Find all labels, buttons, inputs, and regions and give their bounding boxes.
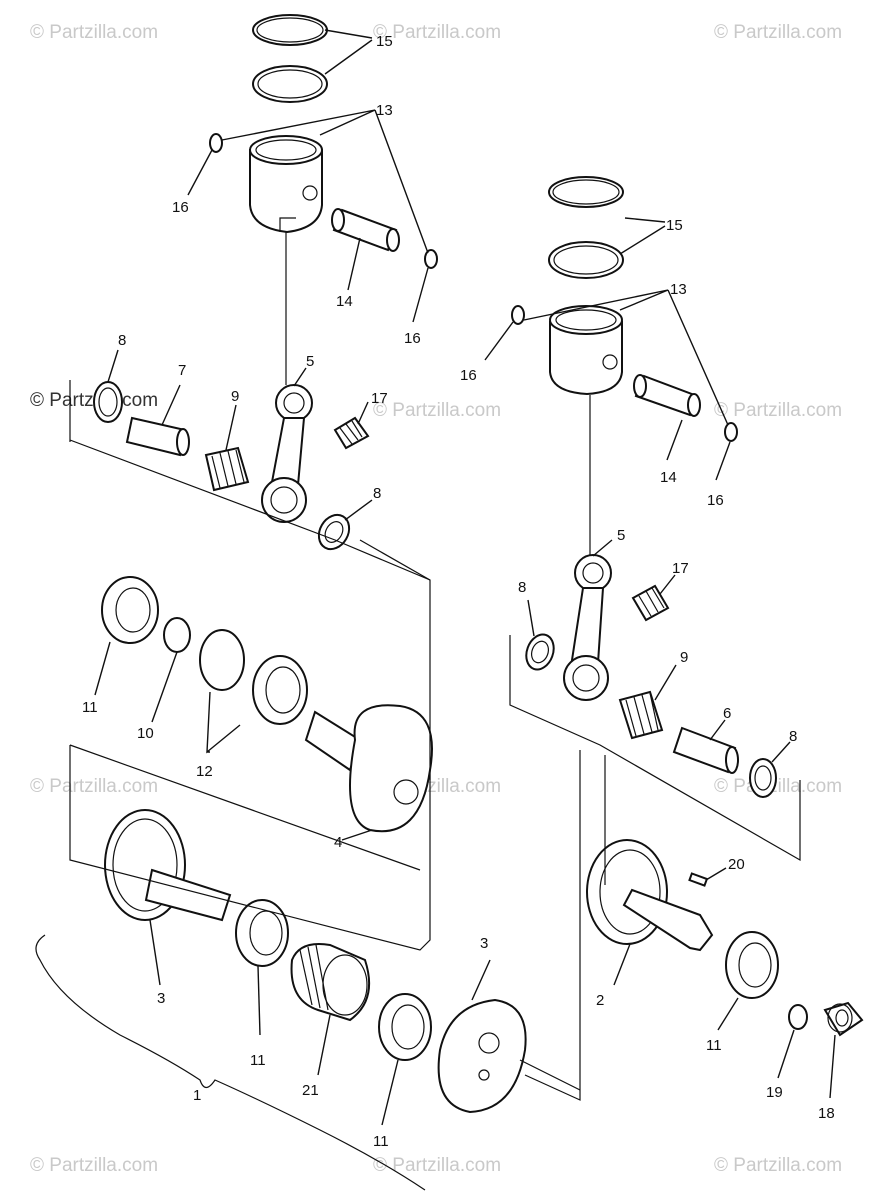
left-seal-8a — [93, 381, 123, 423]
watermark-bottom-left: © Partzilla.com — [30, 1155, 159, 1176]
callout-10: 10 — [137, 725, 154, 742]
callout-16-left-a: 16 — [172, 199, 189, 216]
right-piston-pin-14 — [633, 374, 701, 417]
callout-2: 2 — [596, 992, 604, 1009]
labyrinth-seal-21 — [290, 943, 371, 1022]
left-piston-ring-bottom — [252, 65, 328, 103]
right-crank-pin-6 — [672, 726, 739, 774]
callout-8-right-b: 8 — [789, 728, 797, 745]
callout-8-left-a: 8 — [118, 332, 126, 349]
left-connecting-rod — [261, 384, 313, 523]
callout-13-left: 13 — [376, 102, 393, 119]
left-crank-pin-7 — [125, 416, 190, 457]
callout-11-right: 11 — [706, 1037, 722, 1054]
right-thrust-washer-8c — [525, 633, 555, 671]
callout-leader-lines — [94, 29, 836, 1126]
callout-15-right: 15 — [666, 217, 683, 234]
crank-half-3b — [437, 998, 581, 1114]
assembly-outline-lines — [35, 232, 801, 1191]
right-piston — [549, 305, 623, 396]
callout-8-right-a: 8 — [518, 579, 526, 596]
callout-5-right: 5 — [617, 527, 625, 544]
right-thrust-washer-8d — [749, 758, 777, 798]
callout-5-left: 5 — [306, 353, 314, 370]
callout-15-left: 15 — [376, 33, 393, 50]
callout-4: 4 — [334, 834, 342, 851]
callout-17-left: 17 — [371, 390, 388, 407]
watermark-low-left: © Partzilla.com — [30, 776, 159, 797]
callout-20: 20 — [728, 856, 745, 873]
right-piston-circlip-16d — [724, 422, 738, 442]
right-piston-ring-top — [548, 176, 624, 208]
callout-7: 7 — [178, 362, 186, 379]
nut-18 — [823, 1001, 864, 1037]
callout-18: 18 — [818, 1105, 835, 1122]
circlip-10 — [163, 617, 191, 653]
watermark-top-left: © Partzilla.com — [30, 22, 159, 43]
callout-9-left: 9 — [231, 388, 239, 405]
circlip-19 — [788, 1004, 808, 1030]
callout-16-right-b: 16 — [707, 492, 724, 509]
watermark-mid-right: © Partzilla.com — [714, 400, 843, 421]
callout-3-center: 3 — [480, 935, 488, 952]
watermark-top-right: © Partzilla.com — [714, 22, 843, 43]
left-thrust-washer-8b — [317, 513, 351, 551]
right-needle-bearing-9 — [618, 690, 664, 740]
left-needle-bearing-9 — [204, 446, 250, 492]
watermark-bottom-center: © Partzilla.com — [373, 1155, 502, 1176]
right-needle-bearing-17 — [631, 584, 670, 622]
callout-11-center-b: 11 — [373, 1133, 389, 1150]
right-crank-half-2 — [586, 839, 714, 952]
right-piston-ring-bottom — [548, 241, 624, 279]
left-piston-ring-top — [252, 14, 328, 46]
callout-12: 12 — [196, 763, 213, 780]
center-bearing-11b — [235, 899, 289, 967]
left-piston-circlip-16b — [424, 249, 438, 269]
callout-9-right: 9 — [680, 649, 688, 666]
watermark-low-right: © Partzilla.com — [714, 776, 843, 797]
crank-flywheel-3a — [104, 809, 232, 922]
watermark-bottom-right: © Partzilla.com — [714, 1155, 843, 1176]
callout-3-left: 3 — [157, 990, 165, 1007]
watermark-top-center: © Partzilla.com — [373, 22, 502, 43]
callout-13-right: 13 — [670, 281, 687, 298]
key-20 — [688, 872, 709, 887]
left-bearing-12b — [252, 655, 308, 725]
callout-1: 1 — [193, 1087, 201, 1104]
callout-19: 19 — [766, 1084, 783, 1101]
callout-6: 6 — [723, 705, 731, 722]
right-bearing-11d — [725, 931, 779, 999]
callout-16-right-a: 16 — [460, 367, 477, 384]
left-piston-pin-14 — [331, 208, 400, 252]
snap-rings-12 — [199, 629, 245, 691]
center-bearing-11c — [378, 993, 432, 1061]
callout-8-left-b: 8 — [373, 485, 381, 502]
left-bearing-11a — [101, 576, 159, 644]
callout-labels: 15 13 16 14 16 8 7 9 5 17 8 11 10 12 4 3… — [82, 33, 835, 1150]
callout-11-left-a: 11 — [82, 699, 98, 716]
callout-16-left-b: 16 — [404, 330, 421, 347]
watermark-mid-center: © Partzilla.com — [373, 400, 502, 421]
right-piston-circlip-16c — [511, 305, 525, 325]
callout-21: 21 — [302, 1082, 319, 1099]
callout-11-center-a: 11 — [250, 1052, 266, 1069]
callout-14-left: 14 — [336, 293, 353, 310]
right-connecting-rod — [563, 554, 612, 701]
crank-half-4 — [304, 704, 433, 833]
callout-14-right: 14 — [660, 469, 677, 486]
left-needle-bearing-17 — [333, 416, 370, 450]
left-piston — [249, 135, 323, 234]
left-piston-circlip-16a — [209, 133, 223, 153]
callout-17-right: 17 — [672, 560, 689, 577]
